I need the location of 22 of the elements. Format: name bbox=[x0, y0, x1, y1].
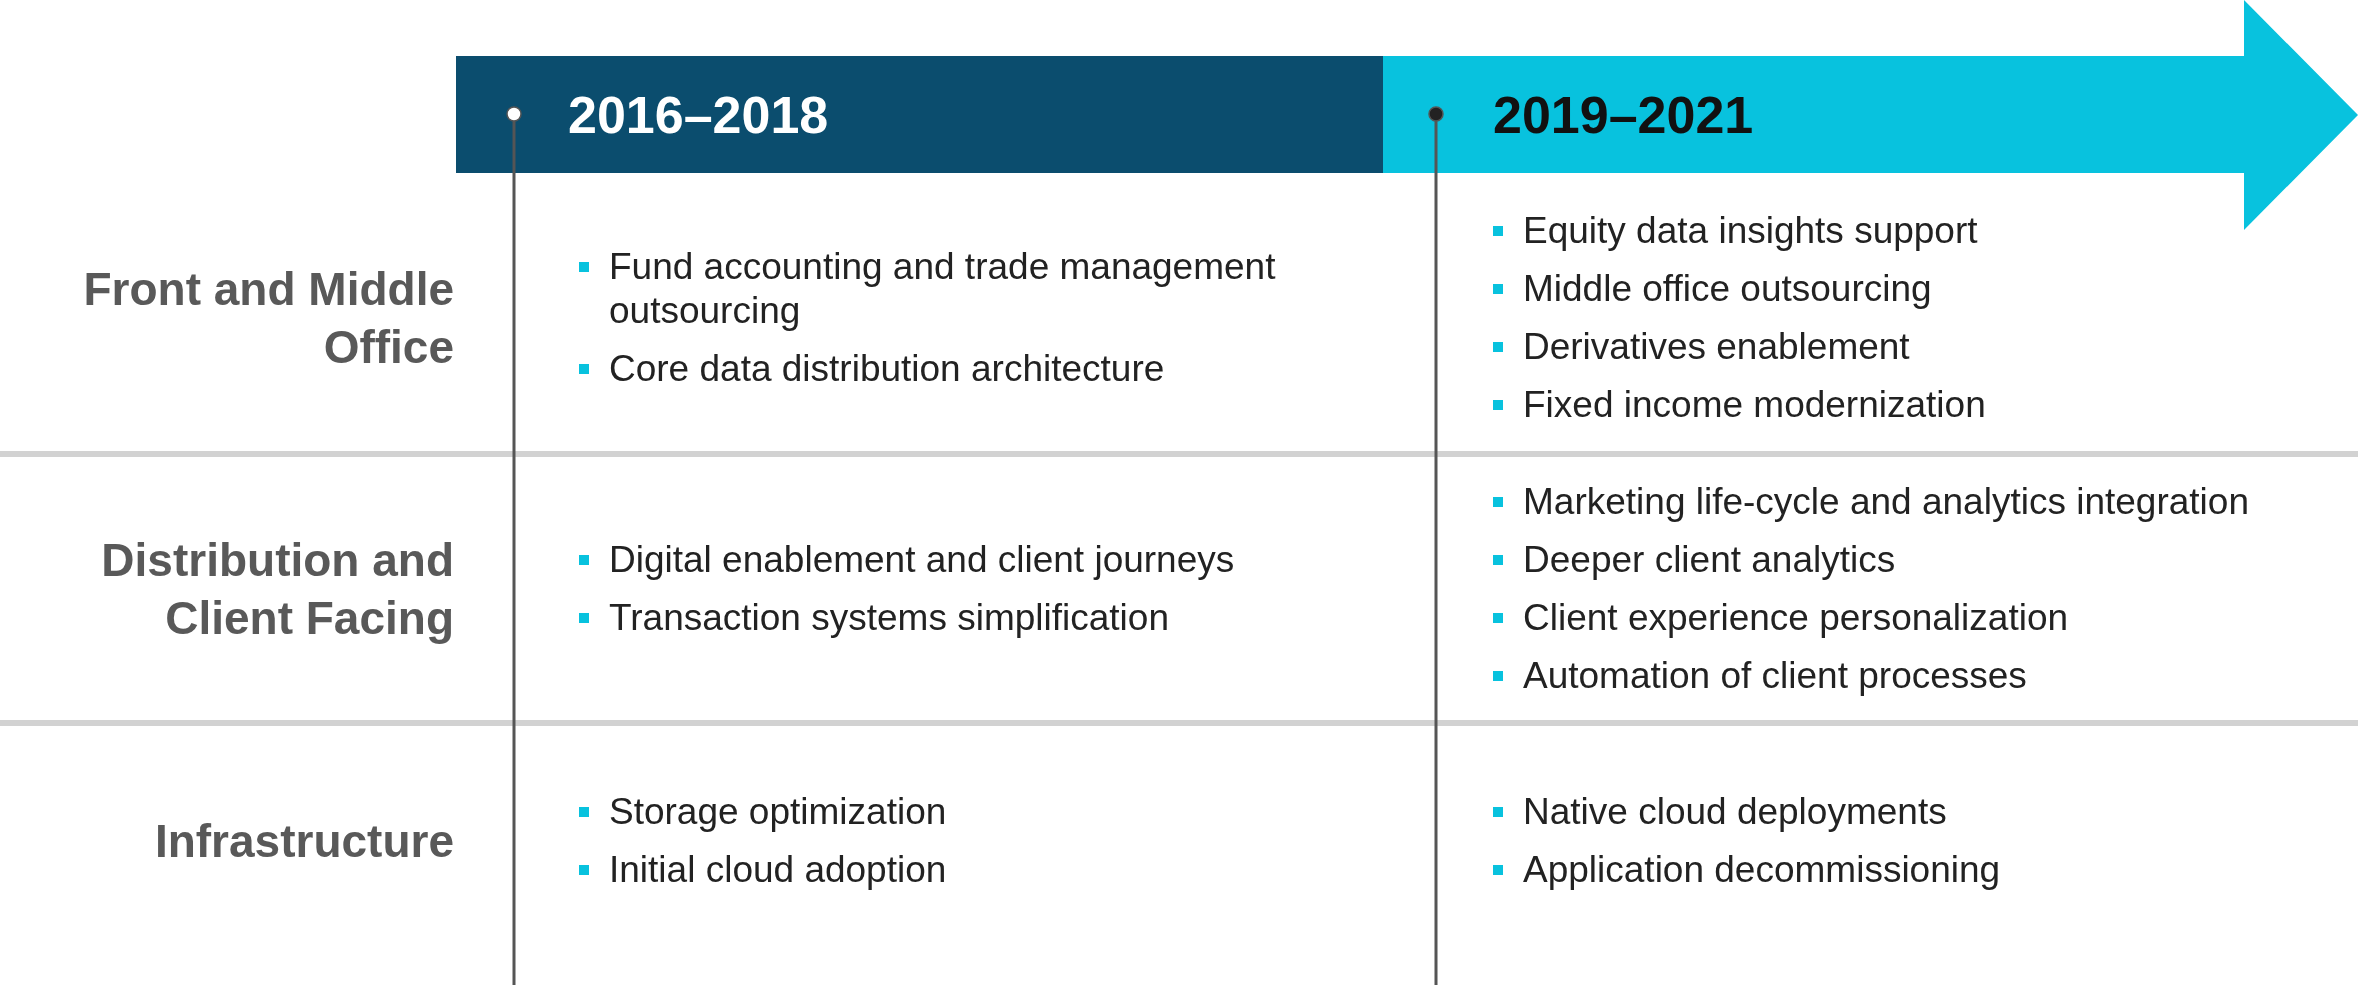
list-item-text: Application decommissioning bbox=[1523, 848, 2001, 892]
list-item-text: Middle office outsourcing bbox=[1523, 267, 1932, 311]
period-heading: 2019–2021 bbox=[1493, 89, 1754, 141]
category-label: Infrastructure bbox=[153, 814, 454, 869]
list-item-text: Fixed income modernization bbox=[1523, 383, 1986, 427]
list-item-text: Initial cloud adoption bbox=[609, 848, 947, 892]
list-item-text: Native cloud deployments bbox=[1523, 790, 1947, 834]
period-heading: 2016–2018 bbox=[568, 88, 829, 141]
category-label: Front and Middle Office bbox=[82, 262, 454, 375]
list-item-text: Fund accounting and trade management outsourcing bbox=[609, 245, 1277, 333]
timeline-band bbox=[456, 56, 1383, 173]
list-item-text: Transaction systems simplification bbox=[609, 595, 1169, 640]
list-item-text: Equity data insights support bbox=[1523, 209, 1978, 253]
list-item-text: Marketing life-cycle and analytics integration bbox=[1523, 479, 2249, 524]
category-label: Distribution and Client Facing bbox=[100, 532, 454, 646]
list-item-text: Client experience personalization bbox=[1523, 595, 2069, 640]
list-item-text: Deeper client analytics bbox=[1523, 537, 1896, 582]
list-item-text: Automation of client processes bbox=[1523, 653, 2027, 698]
list-item-text: Digital enablement and client journeys bbox=[609, 537, 1235, 582]
list-item-text: Derivatives enablement bbox=[1523, 325, 1910, 369]
list-item-text: Core data distribution architecture bbox=[609, 347, 1165, 391]
list-item-text: Storage optimization bbox=[609, 790, 947, 834]
